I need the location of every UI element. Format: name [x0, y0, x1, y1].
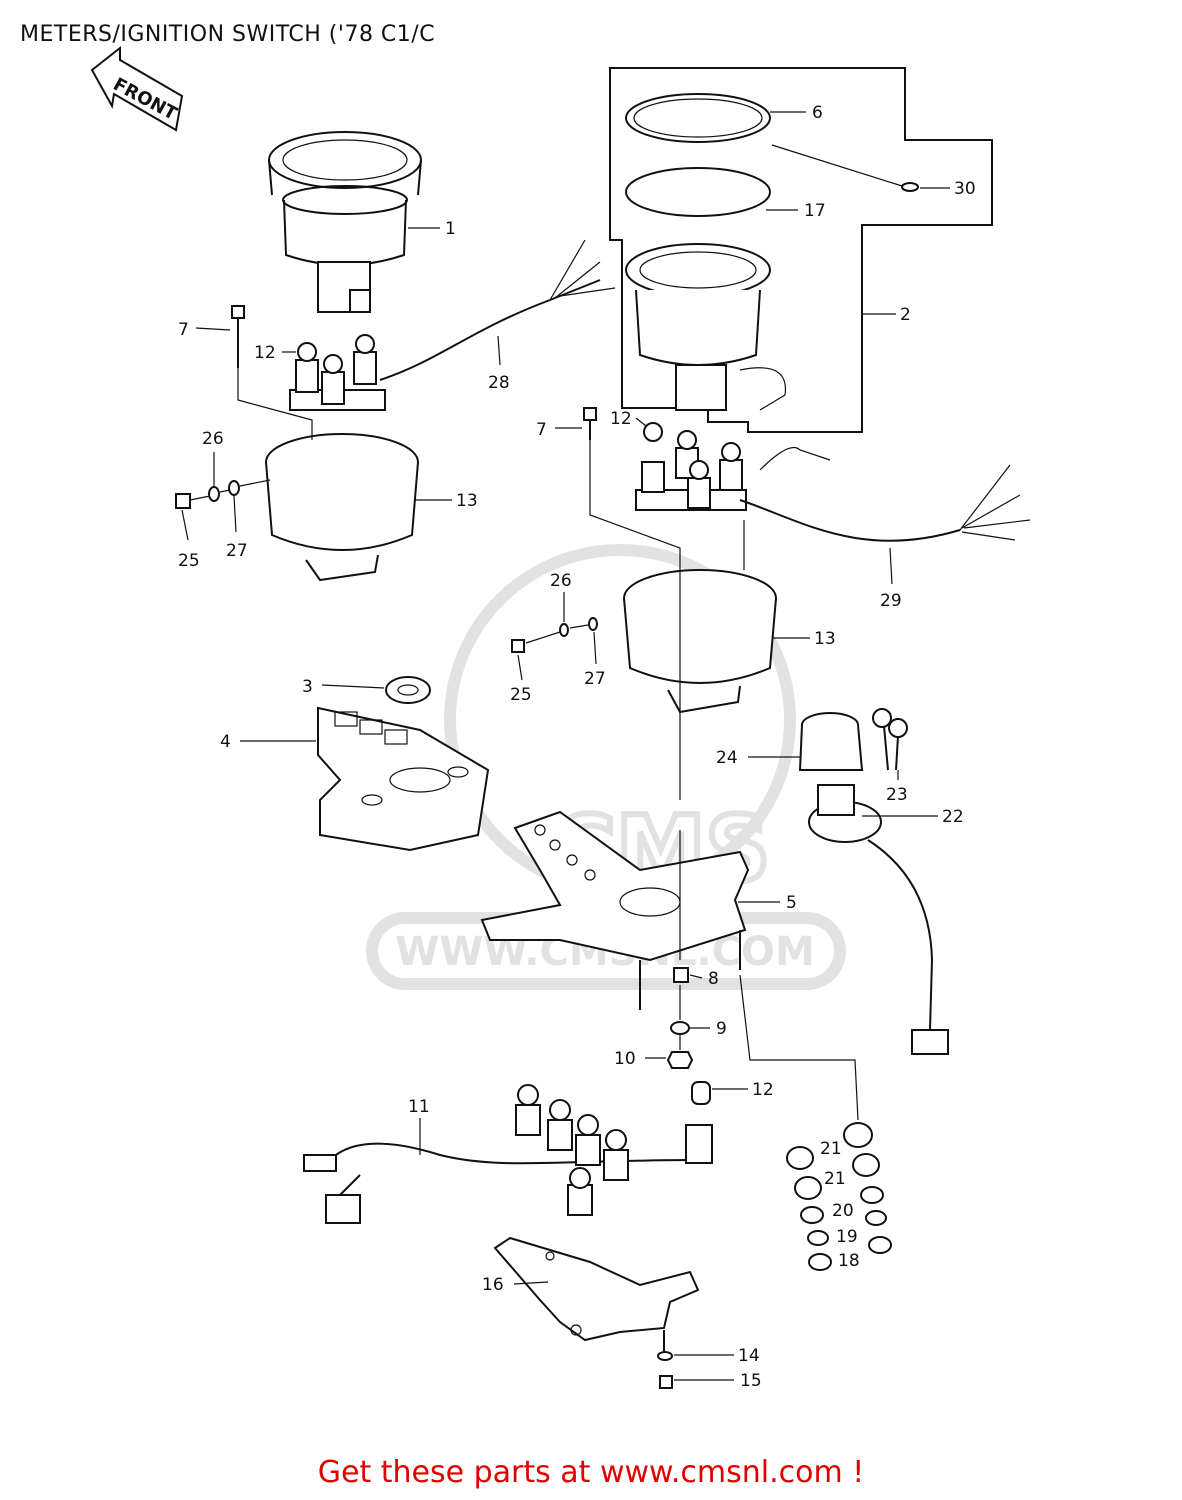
- callout-13b: 13: [814, 629, 836, 649]
- harness-29: [739, 446, 1031, 542]
- callout-27b: 27: [584, 669, 606, 689]
- callout-23: 23: [886, 785, 908, 805]
- callout-24: 24: [716, 748, 738, 768]
- callout-9: 9: [716, 1019, 727, 1039]
- cmsnl-banner-link[interactable]: Get these parts at www.cmsnl.com !: [317, 1455, 865, 1490]
- ignition-switch-part-22: [798, 712, 949, 1055]
- speedometer-part-1: [268, 131, 422, 313]
- fasteners-8-9-10: [666, 967, 694, 1069]
- callout-4: 4: [220, 732, 231, 752]
- callout-11: 11: [408, 1097, 430, 1117]
- meter-case-13-left: [265, 433, 419, 582]
- callout-19: 19: [836, 1227, 858, 1247]
- grommet-part-3: [385, 676, 431, 704]
- bracket-part-16: [493, 1236, 700, 1360]
- assembly-guide-lines: [189, 144, 903, 1121]
- callout-8: 8: [708, 969, 719, 989]
- callout-12c: 12: [752, 1080, 774, 1100]
- callout-30: 30: [954, 179, 976, 199]
- callout-10: 10: [614, 1049, 636, 1069]
- key-part-23: [872, 708, 908, 771]
- harness-part-11: [303, 1081, 713, 1224]
- callout-16: 16: [482, 1275, 504, 1295]
- callout-20: 20: [832, 1201, 854, 1221]
- callout-5: 5: [786, 893, 797, 913]
- callout-29: 29: [880, 591, 902, 611]
- callout-26b: 26: [550, 571, 572, 591]
- callout-26a: 26: [202, 429, 224, 449]
- callout-18: 18: [838, 1251, 860, 1271]
- callout-7b: 7: [536, 420, 547, 440]
- bulb-socket-assembly-right: [635, 422, 747, 511]
- callout-28: 28: [488, 373, 510, 393]
- callout-1: 1: [445, 219, 456, 239]
- callout-21a: 21: [820, 1139, 842, 1159]
- harness-28: [379, 239, 616, 381]
- callout-12a: 12: [254, 343, 276, 363]
- callout-12b: 12: [610, 409, 632, 429]
- callout-25a: 25: [178, 551, 200, 571]
- tachometer-part-2: [609, 67, 993, 433]
- callout-6: 6: [812, 103, 823, 123]
- meter-case-13-right: [623, 569, 777, 714]
- callout-21b: 21: [824, 1169, 846, 1189]
- callouts: 1 2 3 4 5 6 7 7 8 9 10 11 12 12 12 13 13…: [178, 103, 976, 1391]
- front-arrow-icon: FRONT: [90, 45, 184, 132]
- callout-14: 14: [738, 1346, 760, 1366]
- indicator-panel-part-4: [317, 706, 490, 852]
- hardware-18-21: [786, 1122, 892, 1271]
- callout-7a: 7: [178, 320, 189, 340]
- page-title: METERS/IGNITION SWITCH ('78 C1/C: [20, 22, 436, 47]
- callout-2: 2: [900, 305, 911, 325]
- callout-17: 17: [804, 201, 826, 221]
- callout-25b: 25: [510, 685, 532, 705]
- callout-15: 15: [740, 1371, 762, 1391]
- bulb-socket-assembly-left: [289, 334, 386, 411]
- callout-27a: 27: [226, 541, 248, 561]
- screws-and-washers: [175, 182, 919, 1389]
- callout-3: 3: [302, 677, 313, 697]
- callout-13a: 13: [456, 491, 478, 511]
- callout-22: 22: [942, 807, 964, 827]
